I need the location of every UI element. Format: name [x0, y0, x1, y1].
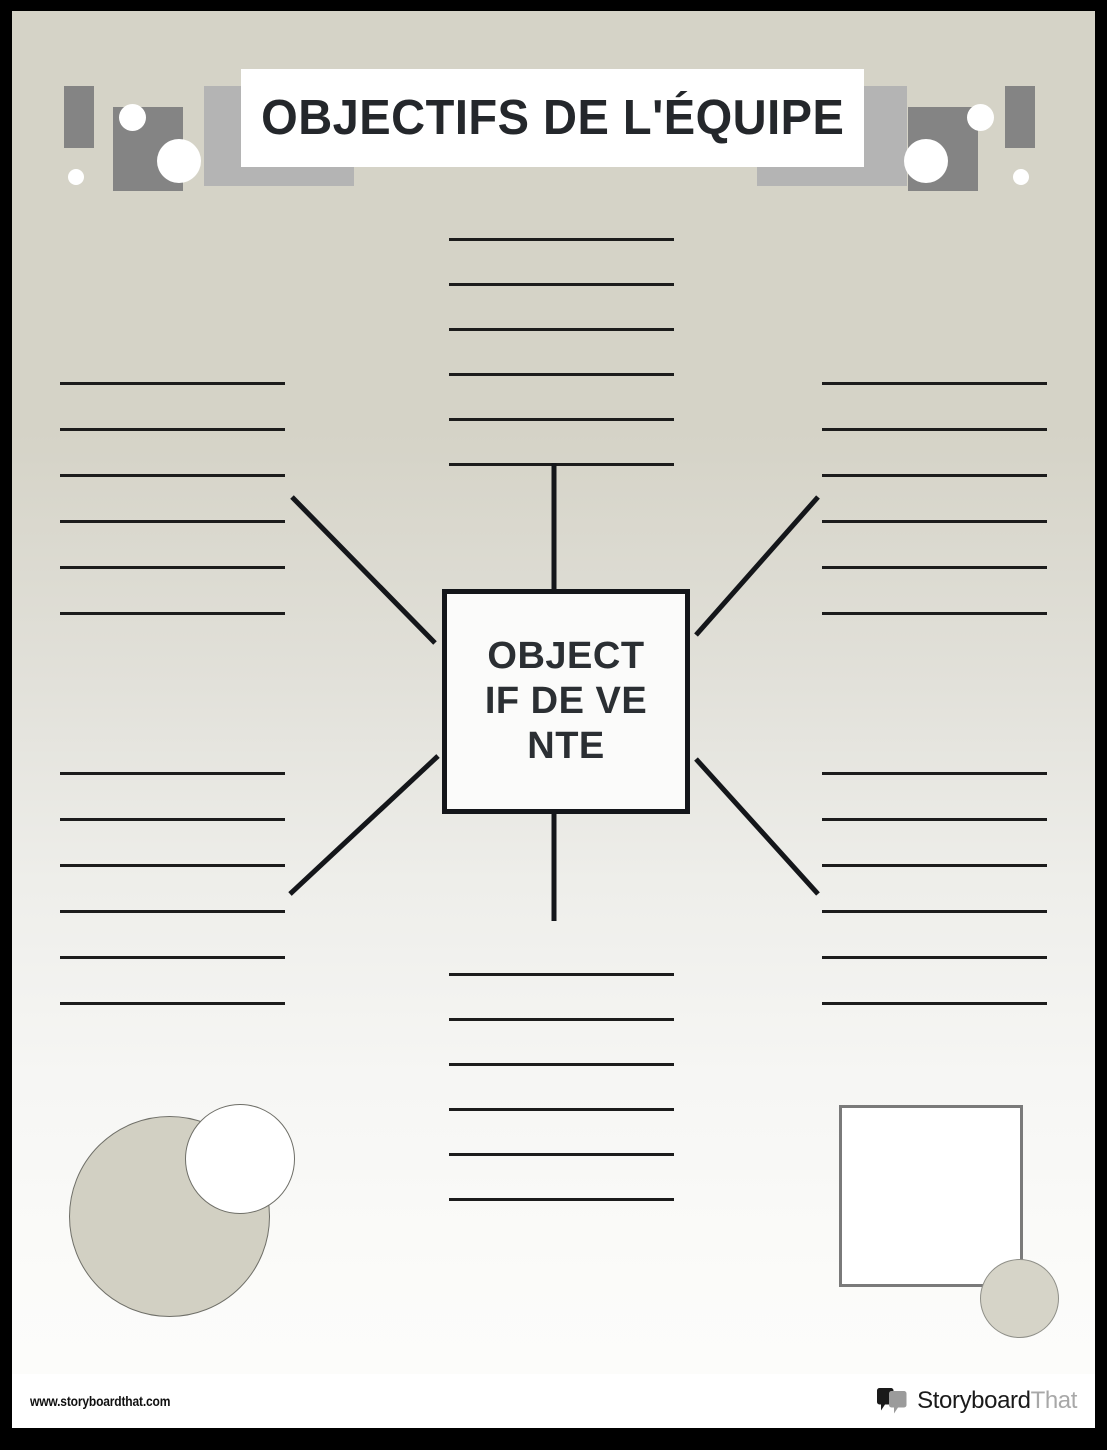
- bottom-center-lines[interactable]: [449, 973, 674, 1201]
- header-left-circle-upper: [119, 104, 146, 131]
- write-line[interactable]: [60, 864, 285, 867]
- write-line[interactable]: [60, 818, 285, 821]
- brand-secondary: That: [1030, 1387, 1078, 1414]
- write-line[interactable]: [449, 283, 674, 286]
- header-right-circle-lower: [904, 139, 948, 183]
- top-center-lines[interactable]: [449, 238, 674, 466]
- write-line[interactable]: [449, 373, 674, 376]
- write-line[interactable]: [822, 566, 1047, 569]
- write-line[interactable]: [60, 772, 285, 775]
- write-line[interactable]: [60, 566, 285, 569]
- write-line[interactable]: [822, 910, 1047, 913]
- header-right-small-circle: [1013, 169, 1029, 185]
- write-line[interactable]: [822, 956, 1047, 959]
- write-line[interactable]: [822, 520, 1047, 523]
- connector-lower-left: [288, 754, 440, 896]
- write-line[interactable]: [822, 382, 1047, 385]
- top-left-lines[interactable]: [60, 382, 285, 615]
- header-left-tall-rect: [64, 86, 94, 148]
- write-line[interactable]: [822, 772, 1047, 775]
- brand-wordmark: StoryboardThat: [917, 1387, 1077, 1415]
- header-right-circle-upper: [967, 104, 994, 131]
- connector-upper-right: [694, 495, 820, 637]
- header-left-circle-lower: [157, 139, 201, 183]
- poster-canvas: OBJECTIFS DE L'ÉQUIPE OBJECTIF DE VENTE: [12, 11, 1095, 1416]
- connector-lower-right: [694, 757, 820, 896]
- center-node-label: OBJECTIF DE VENTE: [484, 635, 648, 767]
- write-line[interactable]: [449, 1108, 674, 1111]
- write-line[interactable]: [60, 520, 285, 523]
- write-line[interactable]: [822, 612, 1047, 615]
- write-line[interactable]: [60, 910, 285, 913]
- write-line[interactable]: [60, 1002, 285, 1005]
- center-node[interactable]: OBJECTIF DE VENTE: [442, 589, 690, 814]
- storyboardthat-logo[interactable]: StoryboardThat: [876, 1387, 1077, 1415]
- write-line[interactable]: [449, 1063, 674, 1066]
- header-right-tall-rect: [1005, 86, 1035, 148]
- connector-upper-left: [290, 495, 437, 645]
- write-line[interactable]: [822, 1002, 1047, 1005]
- footer-url[interactable]: www.storyboardthat.com: [30, 1393, 171, 1409]
- bottom-right-square: [839, 1105, 1023, 1287]
- write-line[interactable]: [449, 973, 674, 976]
- brand-primary: Storyboard: [917, 1387, 1031, 1414]
- bottom-right-lines[interactable]: [822, 772, 1047, 1005]
- write-line[interactable]: [822, 818, 1047, 821]
- write-line[interactable]: [449, 1018, 674, 1021]
- write-line[interactable]: [60, 474, 285, 477]
- write-line[interactable]: [60, 956, 285, 959]
- write-line[interactable]: [449, 1153, 674, 1156]
- bottom-right-corner-circle: [980, 1259, 1059, 1338]
- write-line[interactable]: [822, 864, 1047, 867]
- write-line[interactable]: [449, 418, 674, 421]
- write-line[interactable]: [60, 382, 285, 385]
- page-title: OBJECTIFS DE L'ÉQUIPE: [260, 91, 845, 145]
- title-band: OBJECTIFS DE L'ÉQUIPE: [241, 69, 864, 167]
- write-line[interactable]: [822, 474, 1047, 477]
- bottom-left-white-circle: [185, 1104, 295, 1214]
- write-line[interactable]: [822, 428, 1047, 431]
- footer-bar: www.storyboardthat.com StoryboardThat: [12, 1374, 1095, 1428]
- write-line[interactable]: [60, 612, 285, 615]
- top-right-lines[interactable]: [822, 382, 1047, 615]
- write-line[interactable]: [449, 1198, 674, 1201]
- write-line[interactable]: [60, 428, 285, 431]
- write-line[interactable]: [449, 463, 674, 466]
- header-left-small-circle: [68, 169, 84, 185]
- write-line[interactable]: [449, 328, 674, 331]
- speech-bubbles-icon: [877, 1387, 907, 1413]
- bottom-left-lines[interactable]: [60, 772, 285, 1005]
- write-line[interactable]: [449, 238, 674, 241]
